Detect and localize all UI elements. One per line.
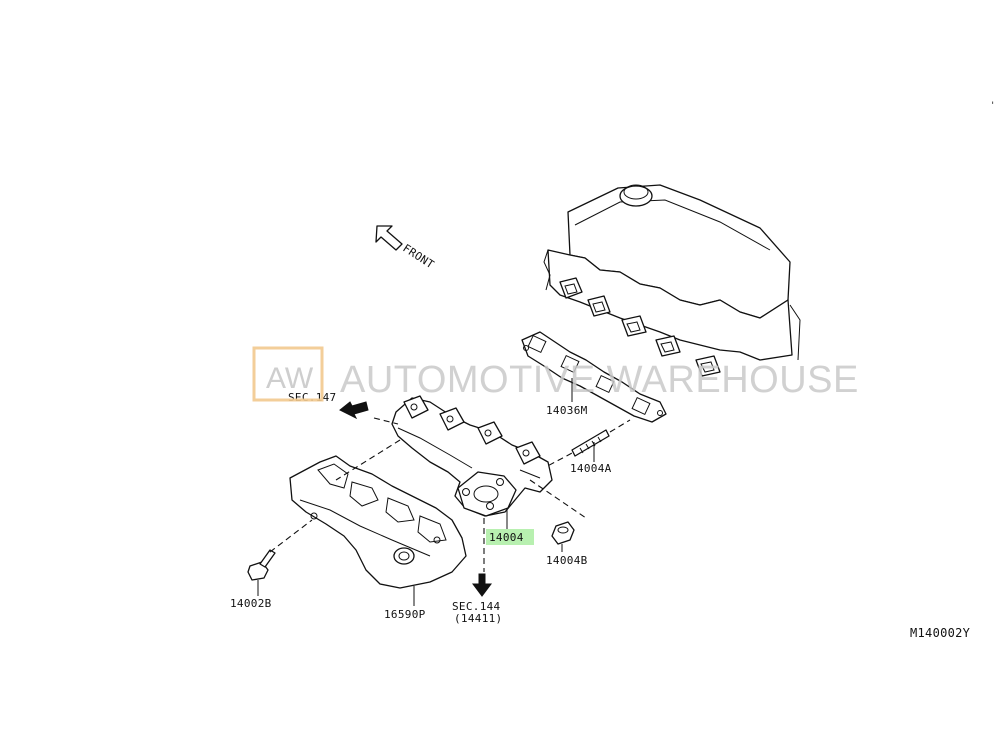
corner-mark: ' [990, 101, 996, 111]
heat-shield [289, 455, 467, 589]
stud-part-label: 14004A [570, 462, 612, 475]
manifold-part-label: 14004 [489, 531, 524, 544]
heat-shield-part-label: 16590P [384, 608, 426, 621]
sec144-label: SEC.144 [452, 600, 501, 613]
diagram-code: M140002Y [910, 626, 971, 640]
nut-part-label: 14004B [546, 554, 588, 567]
sec144-sublabel: (14411) [454, 612, 502, 625]
sec147-arrow [339, 401, 369, 420]
bolt-part-label: 14002B [230, 597, 272, 610]
exhaust-manifold [391, 395, 553, 517]
watermark-brand-text: AUTOMOTIVE WAREHOUSE [340, 359, 859, 401]
watermark-logo-text: AW [266, 362, 314, 395]
manifold-gasket [521, 331, 667, 423]
sec144-arrow [472, 573, 492, 597]
front-arrow-icon [375, 225, 403, 251]
manifold-stud [571, 429, 610, 457]
manifold-nut [551, 521, 575, 545]
gasket-part-label: 14036M [546, 404, 588, 417]
engine-block [543, 184, 801, 377]
front-label: FRONT [400, 242, 436, 272]
manifold-label-highlight [486, 529, 534, 545]
heat-shield-bolt [247, 549, 276, 581]
watermark-logo: AW [252, 346, 324, 402]
